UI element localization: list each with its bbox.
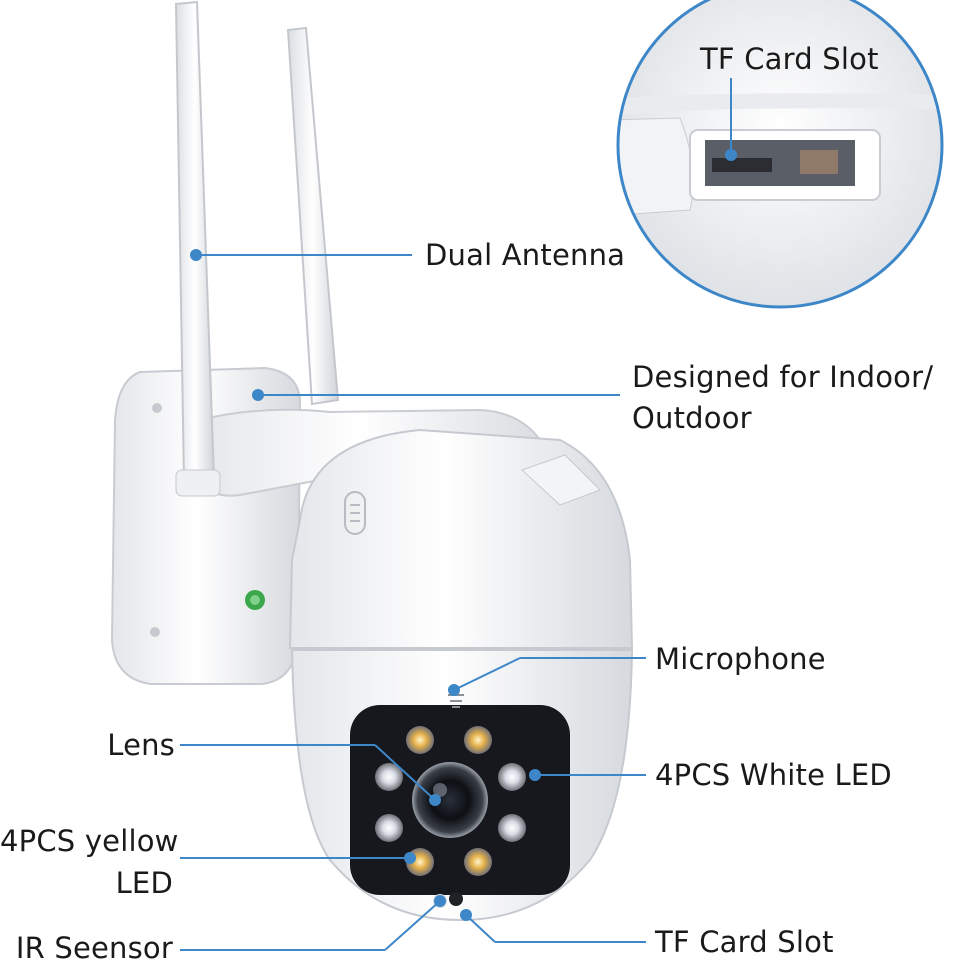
camera-ball [290,649,634,922]
label-tf-card-slot-top: TF Card Slot [700,42,879,76]
label-microphone: Microphone [655,642,826,676]
label-ir-sensor: IR Seensor [15,931,173,965]
callout-yellow-led [180,852,416,864]
label-designed-line1: Designed for Indoor/ [632,360,934,394]
lens-icon [412,762,488,838]
led-white [498,763,526,791]
callout-lens [180,744,441,806]
led-white [375,763,403,791]
callout-dual-antenna [190,249,412,261]
label-yellow-led-line1: 4PCS yellow [0,824,179,858]
callout-designed [252,389,620,401]
label-lens: Lens [107,728,175,762]
led-yellow [464,848,492,876]
label-dual-antenna: Dual Antenna [425,238,626,272]
label-designed-line2: Outdoor [632,401,752,435]
label-tf-card-slot-bottom: TF Card Slot [655,925,834,959]
callout-tf-card-bottom [460,909,646,943]
led-yellow [464,726,492,754]
led-yellow [406,726,434,754]
led-white [375,814,403,842]
callout-tf-card-top [725,78,737,161]
callout-white-led [529,769,646,781]
camera-dome [288,428,634,649]
tf-card-zoom-inset [616,0,944,309]
antenna-right [286,26,340,406]
label-yellow-led-line2: LED [115,866,173,900]
label-white-led: 4PCS White LED [655,758,892,792]
callout-microphone [448,657,646,696]
callout-ir-sensor [180,895,446,951]
led-white [498,814,526,842]
antenna-left [174,0,221,497]
tf-slot-icon [449,892,463,906]
